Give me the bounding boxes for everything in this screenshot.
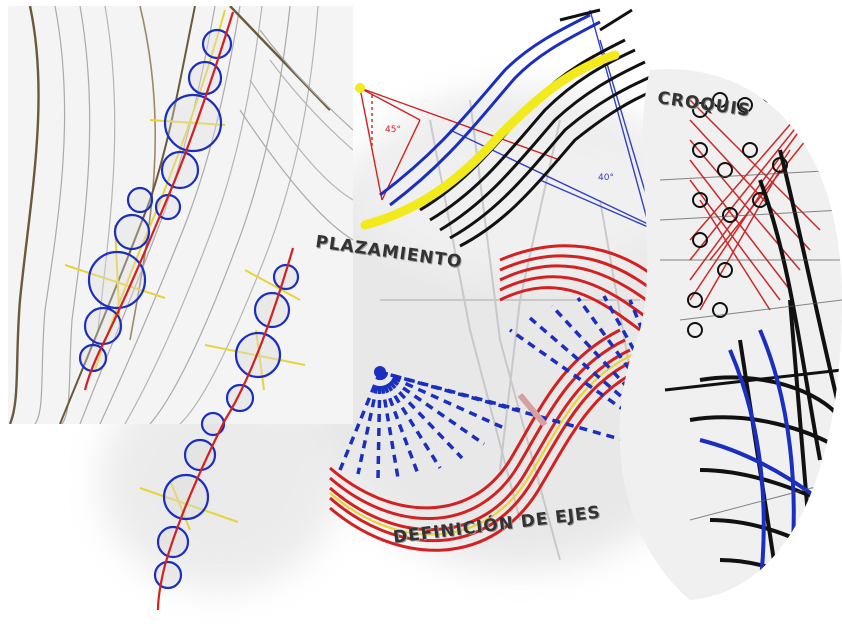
angle-label-1: 45° bbox=[385, 125, 401, 135]
contour-map-panel bbox=[8, 6, 353, 424]
angle-label-2: 40° bbox=[598, 173, 614, 183]
croquis-sketch bbox=[620, 69, 842, 600]
